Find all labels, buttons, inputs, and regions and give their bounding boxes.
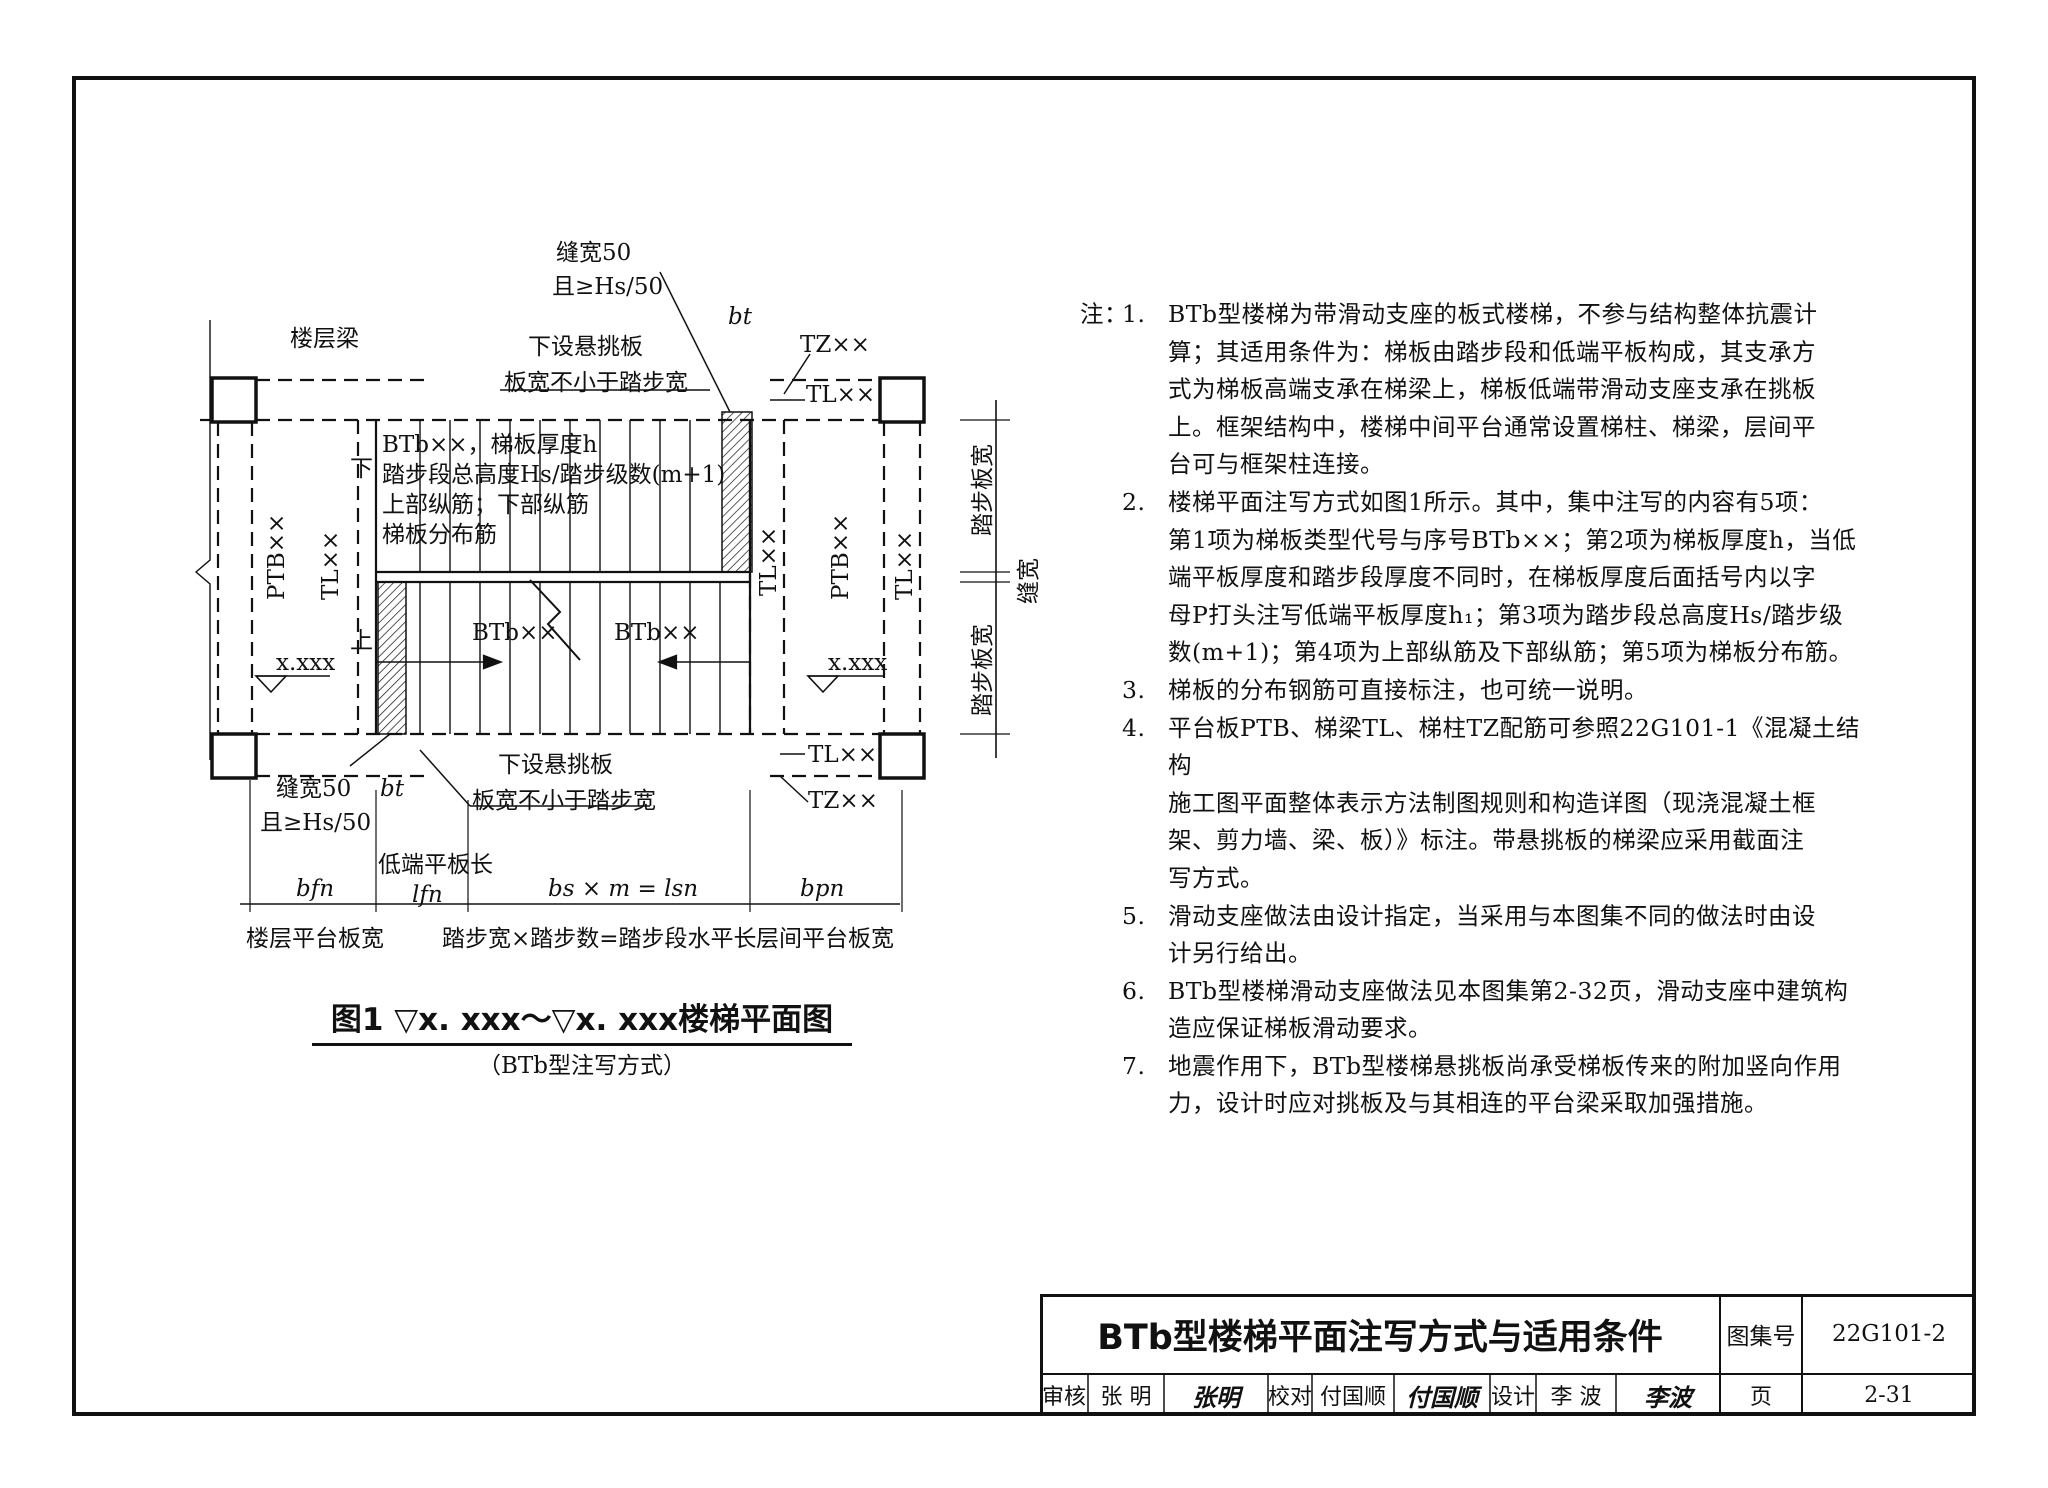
stair-note-2: 踏步段总高度Hs/踏步级数(m+1) — [382, 462, 725, 488]
drawing-title: BTb型楼梯平面注写方式与适用条件 — [1097, 1317, 1663, 1358]
note-1: 注： 1. BTb型楼梯为带滑动支座的板式楼梯，不参与结构整体抗震计 算；其适用… — [1080, 296, 1880, 484]
page-label: 页 — [1749, 1385, 1772, 1410]
btb-right: BTb×× — [614, 620, 700, 646]
bt-bottom: bt — [380, 776, 405, 802]
tz-top: TZ×× — [800, 332, 870, 358]
dim-lfn: lfn — [412, 882, 443, 908]
elev-left: x.xxx — [276, 650, 335, 676]
atlas-label: 图集号 — [1726, 1324, 1796, 1350]
gap-top-2: 且≥Hs/50 — [552, 274, 663, 300]
tl-bottom-right: TL×× — [808, 742, 877, 768]
column-top-right — [878, 376, 926, 424]
inter-plate-width: 层间平台板宽 — [756, 926, 894, 952]
check-label: 校对 — [1268, 1385, 1313, 1410]
figure-title: 图1 ▽x. xxx～▽x. xxx楼梯平面图 — [312, 994, 852, 1046]
cantilever-bottom-2: 板宽不小于踏步宽 — [472, 788, 656, 814]
review-signature: 张明 — [1192, 1382, 1240, 1412]
bt-top: bt — [728, 304, 753, 330]
notes-block: 注： 1. BTb型楼梯为带滑动支座的板式楼梯，不参与结构整体抗震计 算；其适用… — [1080, 296, 1880, 1123]
note-7: 7. 地震作用下，BTb型楼梯悬挑板尚承受梯板传来的附加竖向作用 力，设计时应对… — [1122, 1051, 1842, 1118]
tl-left: TL×× — [318, 531, 344, 600]
tl-top-right: TL×× — [806, 382, 875, 408]
tread-width-top: 踏步板宽 — [970, 444, 996, 536]
tread-formula: 踏步宽×踏步数=踏步段水平长 — [442, 926, 757, 952]
low-plate-len: 低端平板长 — [378, 852, 493, 878]
column-bottom-right — [878, 732, 926, 780]
check-name: 付国顺 — [1319, 1385, 1386, 1410]
tl-mid: TL×× — [756, 527, 782, 596]
design-name: 李 波 — [1550, 1385, 1602, 1410]
ptb-left: PTB×× — [264, 514, 290, 600]
note-4: 4. 平台板PTB、梯梁TL、梯柱TZ配筋可参照22G101-1《混凝土结构 施… — [1122, 713, 1860, 892]
cantilever-bottom-1: 下设悬挑板 — [498, 752, 613, 778]
check-signature: 付国顺 — [1406, 1382, 1478, 1412]
btb-left: BTb×× — [472, 620, 558, 646]
gap-bottom-1: 缝宽50 — [276, 776, 351, 802]
atlas-number: 22G101-2 — [1832, 1321, 1946, 1347]
review-name: 张 明 — [1100, 1385, 1152, 1410]
tl-right: TL×× — [892, 531, 918, 600]
note-2: 2. 楼梯平面注写方式如图1所示。其中，集中注写的内容有5项： 第1项为梯板类型… — [1122, 487, 1857, 667]
ptb-right: PTB×× — [828, 514, 854, 600]
page-number: 2-31 — [1864, 1382, 1914, 1408]
design-label: 设计 — [1490, 1385, 1535, 1410]
gap-top-1: 缝宽50 — [556, 240, 631, 266]
figure-subtitle: （BTb型注写方式） — [478, 1053, 686, 1079]
design-signature: 李波 — [1644, 1382, 1692, 1412]
note-5: 5. 滑动支座做法由设计指定，当采用与本图集不同的做法时由设 计另行给出。 — [1122, 901, 1816, 968]
column-top-left — [210, 376, 258, 424]
stair-note-4: 梯板分布筋 — [382, 522, 497, 548]
dim-bfn: bfn — [296, 876, 334, 902]
review-label: 审核 — [1041, 1385, 1086, 1410]
cantilever-top-2: 板宽不小于踏步宽 — [504, 370, 688, 396]
notes-head: 注： — [1080, 300, 1128, 328]
up-label: 上 — [350, 628, 373, 654]
cantilever-top-hatch — [721, 411, 753, 573]
drawing-frame — [72, 76, 1976, 1416]
note-6: 6. BTb型楼梯滑动支座做法见本图集第2-32页，滑动支座中建筑构 造应保证梯… — [1122, 976, 1849, 1043]
tread-width-bottom: 踏步板宽 — [970, 624, 996, 716]
title-block: BTb型楼梯平面注写方式与适用条件 图集号 22G101-2 审核 张 明 张明… — [1040, 1294, 1976, 1416]
tz-bottom: TZ×× — [808, 788, 878, 814]
column-bottom-left — [210, 732, 258, 780]
cantilever-top-1: 下设悬挑板 — [528, 334, 643, 360]
cantilever-bottom-hatch — [377, 581, 407, 735]
stair-note-1: BTb××，梯板厚度h — [382, 432, 598, 458]
gap-bottom-2: 且≥Hs/50 — [260, 810, 371, 836]
dim-mid: bs × m = lsn — [548, 876, 698, 902]
stair-note-3: 上部纵筋；下部纵筋 — [382, 492, 589, 518]
elev-right: x.xxx — [828, 650, 887, 676]
floor-plate-width: 楼层平台板宽 — [246, 926, 384, 952]
floor-beam: 楼层梁 — [290, 326, 359, 352]
dim-bpn: bpn — [800, 876, 844, 902]
gap-side: 缝宽 — [1016, 558, 1042, 604]
note-3: 3. 梯板的分布钢筋可直接标注，也可统一说明。 — [1122, 675, 1648, 704]
down-label: 下 — [350, 456, 373, 482]
